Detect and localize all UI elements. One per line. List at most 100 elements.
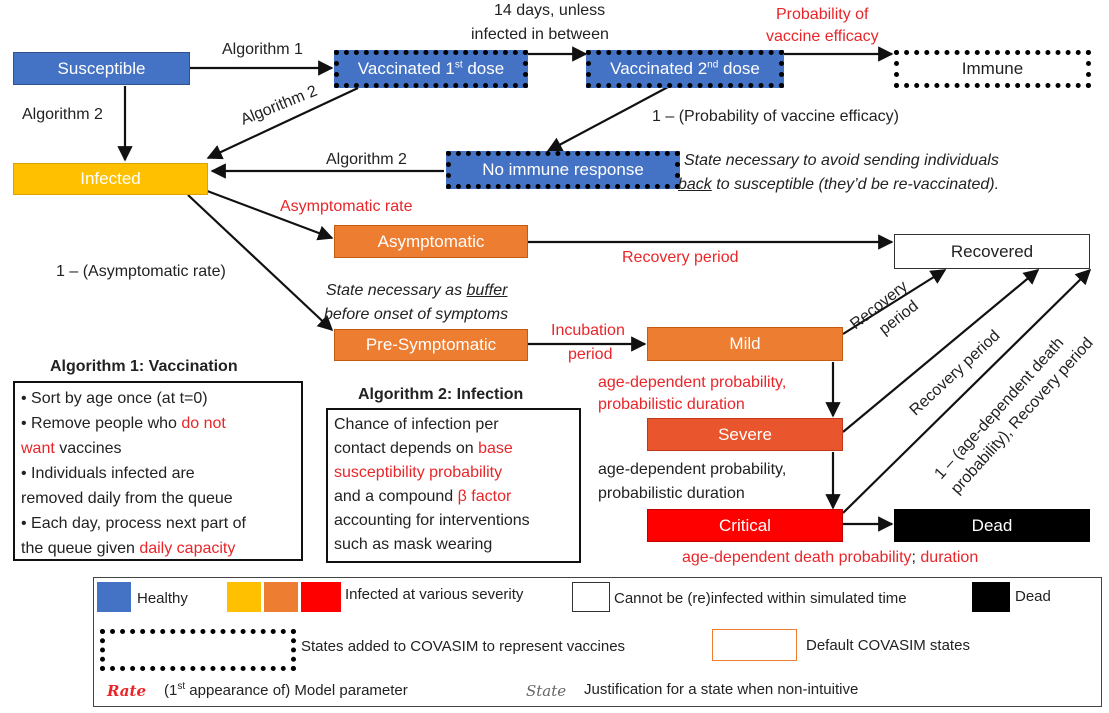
legend-dead: Dead	[1015, 588, 1051, 605]
arrow-critical-recovered	[842, 268, 1092, 514]
label-algorithm2-left: Algorithm 2	[22, 106, 103, 123]
algo1-line2a: • Remove people who	[21, 415, 182, 432]
node-critical-label: Critical	[719, 515, 771, 535]
legend-state-sample: State	[526, 682, 567, 700]
label-prob-efficacy-2: vaccine efficacy	[766, 28, 879, 45]
algo1-line3: want vaccines	[21, 436, 295, 461]
algo1-box: • Sort by age once (at t=0) • Remove peo…	[13, 381, 303, 561]
node-vaccinated2-tail: dose	[718, 59, 760, 78]
node-susceptible: Susceptible	[13, 52, 190, 85]
node-asymptomatic: Asymptomatic	[334, 225, 528, 258]
legend-swatch-orange	[264, 582, 298, 612]
algo1-line3a: want	[21, 440, 55, 457]
label-algorithm1: Algorithm 1	[222, 41, 303, 58]
algo2-line4: and a compound β factor	[334, 485, 573, 509]
label-prob-efficacy-1: Probability of	[776, 6, 869, 23]
arrow-vacc2-noimmune	[546, 86, 669, 152]
label-to-susceptible: to susceptible (they’d be re-vaccinated)…	[711, 176, 1000, 193]
algo2-box: Chance of infection per contact depends …	[326, 408, 581, 563]
node-infected: Infected	[13, 163, 208, 195]
node-dead-label: Dead	[971, 515, 1013, 535]
arrow-severe-recovered	[842, 269, 1040, 433]
node-mild-label: Mild	[729, 334, 761, 353]
node-vaccinated1-tail: dose	[462, 59, 505, 78]
label-state-necessary-2: back to susceptible (they’d be re-vaccin…	[678, 175, 999, 195]
node-susceptible-label: Susceptible	[57, 58, 146, 78]
label-one-minus-asym: 1 – (Asymptomatic rate)	[56, 263, 226, 280]
legend-cannot-reinfect: Cannot be (re)infected within simulated …	[614, 590, 907, 607]
node-severe: Severe	[647, 418, 843, 451]
legend: Healthy Infected at various severity Can…	[93, 577, 1102, 707]
node-asymptomatic-label: Asymptomatic	[377, 231, 485, 251]
node-recovered-label: Recovered	[950, 241, 1034, 261]
node-presymptomatic-label: Pre-Symptomatic	[365, 335, 497, 354]
algo2-line3: susceptibility probability	[334, 464, 503, 481]
legend-model-param: (1st appearance of) Model parameter	[164, 681, 408, 699]
node-infected-label: Infected	[80, 169, 141, 188]
label-death-duration: duration	[920, 549, 979, 566]
arrow-infected-presym	[187, 194, 334, 332]
algo1-line7a: the queue given	[21, 540, 140, 557]
legend-swatch-dead	[972, 582, 1010, 612]
node-mild: Mild	[647, 327, 843, 361]
legend-swatch-yellow	[227, 582, 261, 612]
legend-default-states: Default COVASIM states	[806, 637, 970, 654]
node-immune: Immune	[894, 50, 1091, 88]
legend-model-param-b: appearance of) Model parameter	[185, 682, 408, 699]
algo2-line4a: and a compound	[334, 488, 458, 505]
label-buffer-word: buffer	[466, 282, 508, 299]
label-age-prob-black-2: probabilistic duration	[598, 485, 745, 502]
legend-states-added: States added to COVASIM to represent vac…	[301, 638, 626, 655]
node-dead: Dead	[894, 509, 1090, 542]
legend-healthy: Healthy	[137, 590, 188, 607]
algo1-line5: removed daily from the queue	[21, 490, 233, 507]
algo2-line2a: contact depends on	[334, 440, 479, 457]
algo1-line7b: daily capacity	[139, 540, 236, 557]
algo2-line4b: β factor	[457, 488, 512, 505]
node-vaccinated1-sup: st	[454, 59, 463, 71]
label-death-prob: age-dependent death probability; duratio…	[682, 548, 978, 568]
algo1-line4: • Individuals infected are	[21, 465, 195, 482]
algo1-line2b: do not	[181, 415, 226, 432]
legend-justification: Justification for a state when non-intui…	[584, 681, 859, 698]
node-no-immune-label: No immune response	[482, 160, 644, 179]
node-recovered: Recovered	[894, 234, 1090, 269]
legend-swatch-white	[572, 582, 610, 612]
legend-model-param-a: (1	[164, 682, 178, 699]
label-incubation-1: Incubation	[551, 322, 625, 339]
node-vaccinated1-label: Vaccinated 1	[357, 59, 455, 78]
label-back: back	[678, 176, 712, 193]
label-buffer-2: before onset of symptoms	[324, 306, 509, 323]
arrow-infected-asym	[185, 181, 334, 241]
legend-swatch-red	[301, 582, 341, 612]
node-severe-label: Severe	[718, 424, 772, 444]
legend-rate-sample: Rate	[107, 682, 147, 700]
node-vaccinated-first-dose: Vaccinated 1st dose	[334, 50, 528, 88]
algo1-line2: • Remove people who do not	[21, 411, 295, 436]
label-age-prob-red-2: probabilistic duration	[598, 396, 745, 413]
label-age-prob-red-1: age-dependent probability,	[598, 374, 787, 391]
algo2-line2b: base	[478, 440, 513, 457]
algo1-line7: the queue given daily capacity	[21, 536, 295, 561]
label-14-days-1: 14 days, unless	[494, 2, 606, 19]
algo1-line1: • Sort by age once (at t=0)	[21, 390, 208, 407]
algo2-line6: such as mask wearing	[334, 536, 493, 553]
label-age-prob-black-1: age-dependent probability,	[598, 461, 787, 478]
node-vaccinated-second-dose: Vaccinated 2nd dose	[586, 50, 784, 88]
node-no-immune-response: No immune response	[446, 151, 680, 189]
node-vaccinated2-sup: nd	[707, 59, 719, 71]
label-state-necessary-1: State necessary to avoid sending individ…	[684, 152, 999, 169]
node-vaccinated2-label: Vaccinated 2	[610, 59, 708, 78]
node-critical: Critical	[647, 509, 843, 542]
algo2-title: Algorithm 2: Infection	[358, 386, 524, 403]
legend-swatch-healthy	[97, 582, 131, 612]
label-one-minus-efficacy: 1 – (Probability of vaccine efficacy)	[652, 108, 899, 125]
label-buffer-prefix: State necessary as	[326, 282, 467, 299]
algo1-title: Algorithm 1: Vaccination	[50, 358, 238, 375]
node-immune-label: Immune	[961, 59, 1024, 78]
label-asymptomatic-rate: Asymptomatic rate	[280, 198, 413, 215]
label-death-sep: ;	[911, 549, 921, 566]
legend-model-param-sup: st	[177, 681, 186, 692]
label-14-days-2: infected in between	[471, 26, 609, 43]
arrow-mild-recovered	[842, 269, 947, 335]
